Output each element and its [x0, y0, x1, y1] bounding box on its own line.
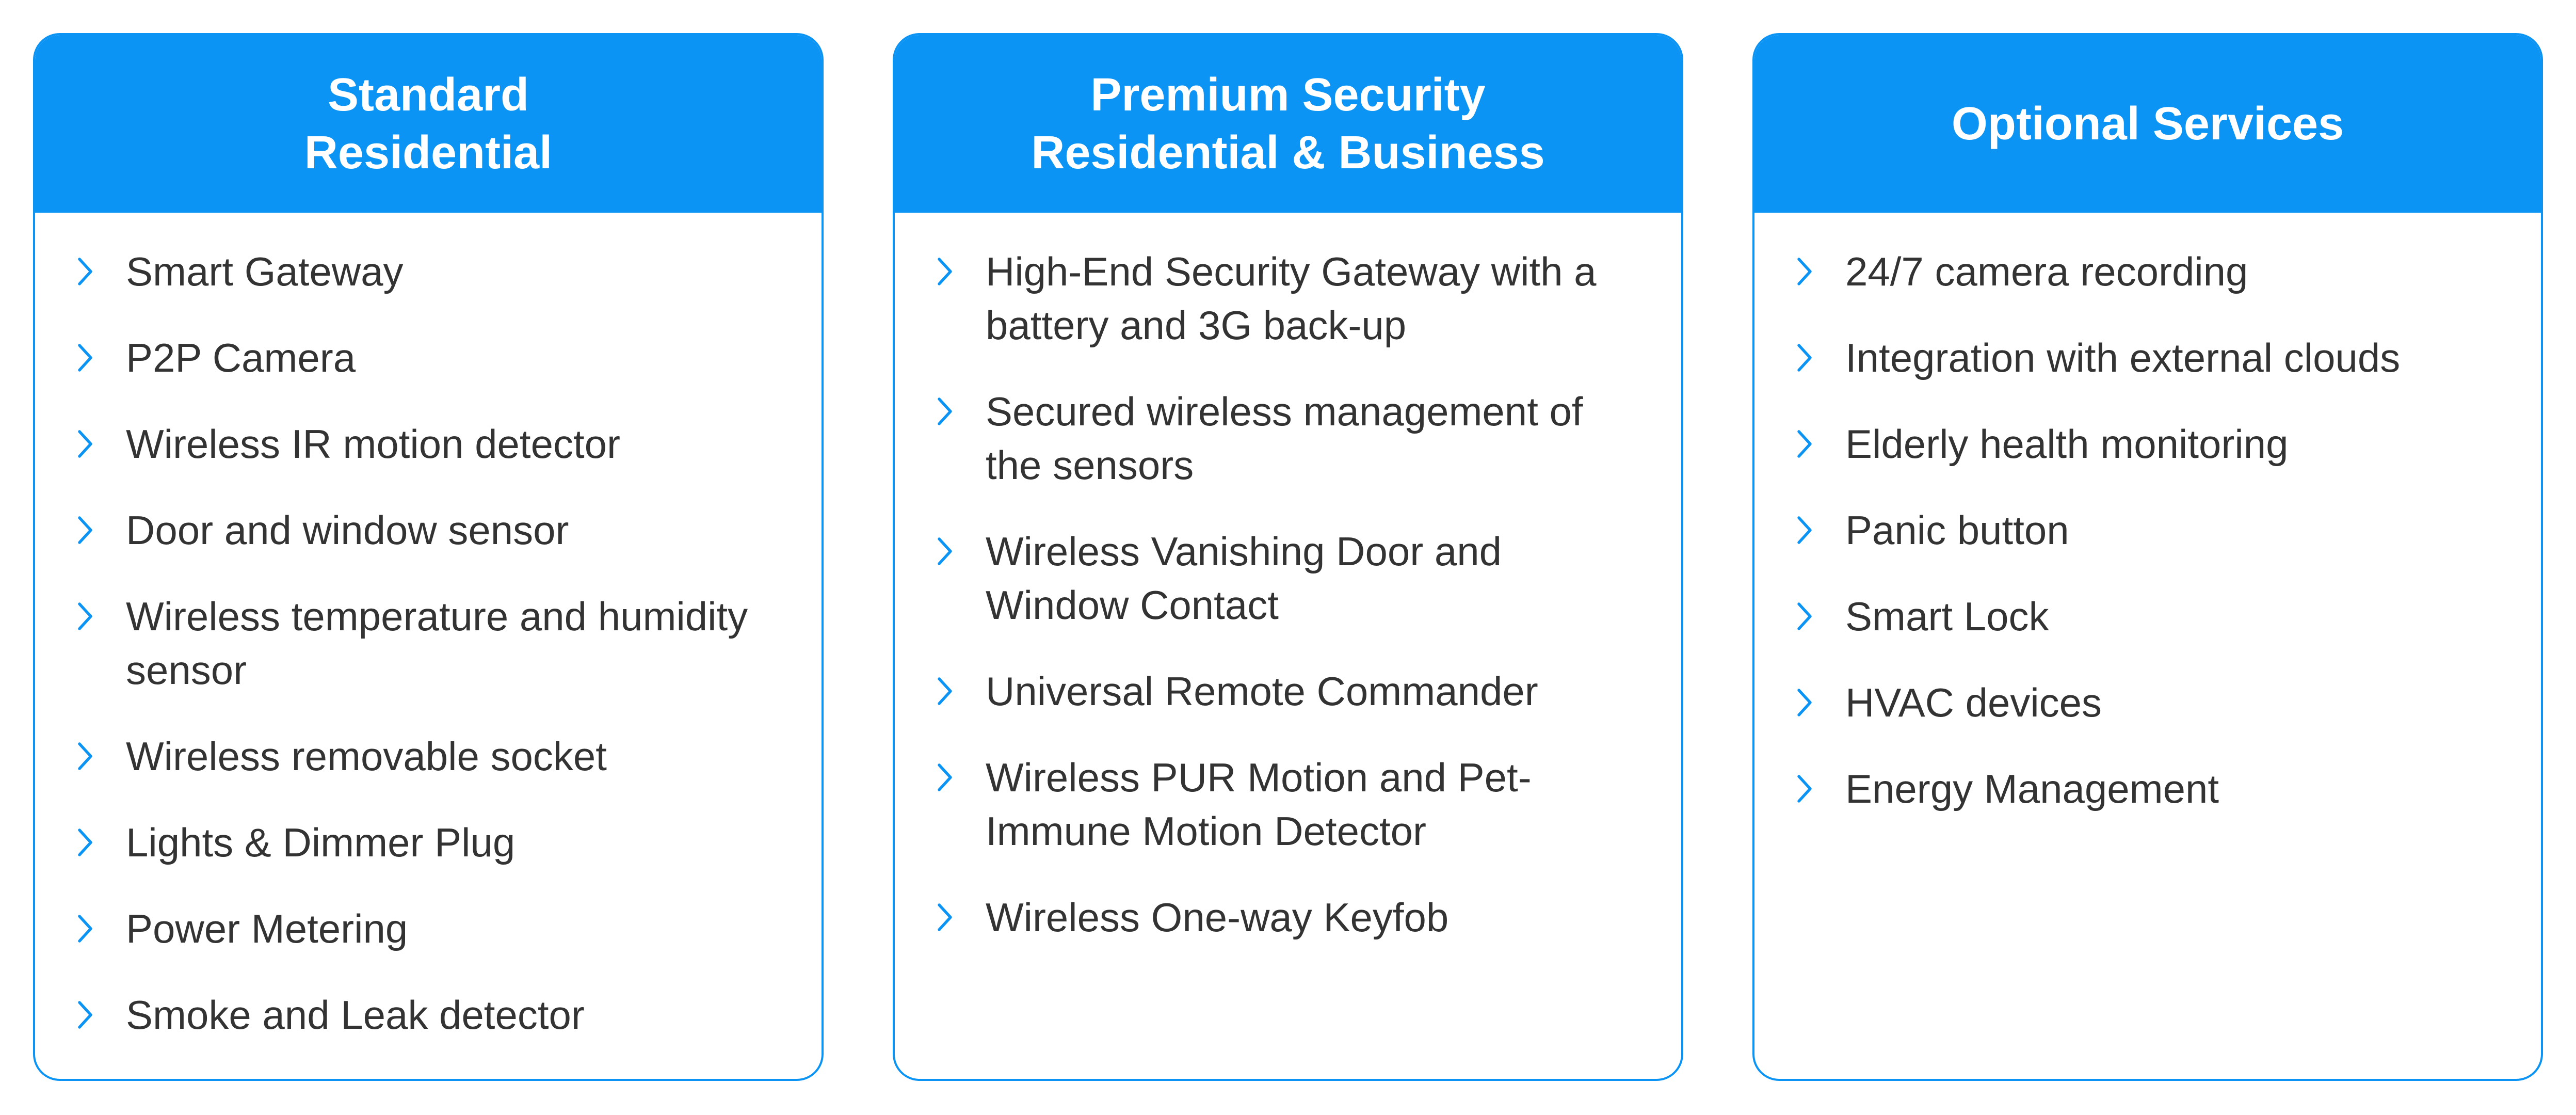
chevron-right-icon — [936, 524, 967, 578]
list-item: Wireless temperature and humidity sensor — [76, 590, 780, 697]
list-item: 24/7 camera recording — [1796, 245, 2500, 298]
list-item: High-End Security Gateway with a battery… — [936, 245, 1640, 352]
chevron-right-icon — [76, 590, 107, 643]
chevron-right-icon — [76, 729, 107, 783]
list-item: Panic button — [1796, 503, 2500, 557]
card-premium-security: Premium Security Residential & Business … — [893, 33, 1683, 1081]
chevron-right-icon — [1796, 331, 1827, 385]
list-item: Wireless Vanishing Door and Window Conta… — [936, 524, 1640, 632]
chevron-right-icon — [1796, 676, 1827, 729]
list-item: Energy Management — [1796, 762, 2500, 816]
feature-cards: Standard Residential Smart Gateway P2P C… — [33, 33, 2543, 1081]
chevron-right-icon — [1796, 590, 1827, 643]
list-item-label: Wireless IR motion detector — [126, 421, 620, 467]
chevron-right-icon — [76, 988, 107, 1042]
chevron-right-icon — [76, 417, 107, 471]
list-item-label: Smart Lock — [1845, 594, 2049, 639]
list-item: P2P Camera — [76, 331, 780, 385]
list-item: Integration with external clouds — [1796, 331, 2500, 385]
list-item: Secured wireless management of the senso… — [936, 385, 1640, 492]
chevron-right-icon — [1796, 503, 1827, 557]
card-standard-residential: Standard Residential Smart Gateway P2P C… — [33, 33, 824, 1081]
list-item-label: P2P Camera — [126, 335, 356, 380]
list-item: Universal Remote Commander — [936, 664, 1640, 718]
chevron-right-icon — [936, 385, 967, 438]
list-item-label: Wireless removable socket — [126, 734, 607, 779]
list-item: Lights & Dimmer Plug — [76, 816, 780, 869]
chevron-right-icon — [1796, 245, 1827, 298]
list-item-label: High-End Security Gateway with a battery… — [986, 249, 1597, 348]
chevron-right-icon — [76, 503, 107, 557]
list-item: Wireless removable socket — [76, 729, 780, 783]
list-item: Elderly health monitoring — [1796, 417, 2500, 471]
list-item-label: Wireless Vanishing Door and Window Conta… — [986, 529, 1502, 628]
list-item-label: Wireless One-way Keyfob — [986, 895, 1449, 940]
list-item: Wireless PUR Motion and Pet-Immune Motio… — [936, 751, 1640, 858]
list-item-label: Wireless PUR Motion and Pet-Immune Motio… — [986, 755, 1532, 854]
list-item-label: Elderly health monitoring — [1845, 421, 2289, 467]
list-item-label: Door and window sensor — [126, 507, 569, 553]
list-item-label: Smoke and Leak detector — [126, 992, 585, 1038]
chevron-right-icon — [1796, 762, 1827, 816]
list-item-label: Lights & Dimmer Plug — [126, 820, 516, 865]
chevron-right-icon — [76, 331, 107, 385]
chevron-right-icon — [936, 245, 967, 298]
chevron-right-icon — [76, 245, 107, 298]
card-optional-services: Optional Services 24/7 camera recording … — [1752, 33, 2543, 1081]
card-title: Premium Security Residential & Business — [1031, 69, 1545, 179]
card-feature-list: 24/7 camera recording Integration with e… — [1754, 213, 2541, 848]
list-item: HVAC devices — [1796, 676, 2500, 729]
list-item: Power Metering — [76, 902, 780, 955]
list-item-label: Energy Management — [1845, 766, 2219, 811]
card-header: Premium Security Residential & Business — [895, 35, 1681, 213]
chevron-right-icon — [936, 890, 967, 944]
chevron-right-icon — [76, 902, 107, 955]
list-item-label: Integration with external clouds — [1845, 335, 2401, 380]
chevron-right-icon — [936, 751, 967, 804]
list-item: Door and window sensor — [76, 503, 780, 557]
card-title: Optional Services — [1951, 98, 2344, 150]
list-item-label: Smart Gateway — [126, 249, 404, 294]
card-header: Optional Services — [1754, 35, 2541, 213]
list-item-label: Panic button — [1845, 507, 2069, 553]
list-item-label: Secured wireless management of the senso… — [986, 389, 1583, 488]
card-feature-list: High-End Security Gateway with a battery… — [895, 213, 1681, 977]
chevron-right-icon — [936, 664, 967, 718]
list-item: Wireless One-way Keyfob — [936, 890, 1640, 944]
list-item-label: Power Metering — [126, 906, 408, 951]
chevron-right-icon — [76, 816, 107, 869]
card-feature-list: Smart Gateway P2P Camera Wireless IR mot… — [35, 213, 822, 1074]
list-item: Smoke and Leak detector — [76, 988, 780, 1042]
list-item: Smart Lock — [1796, 590, 2500, 643]
list-item: Smart Gateway — [76, 245, 780, 298]
card-title: Standard Residential — [304, 69, 553, 179]
list-item-label: Wireless temperature and humidity sensor — [126, 594, 748, 693]
chevron-right-icon — [1796, 417, 1827, 471]
list-item-label: 24/7 camera recording — [1845, 249, 2248, 294]
list-item-label: Universal Remote Commander — [986, 668, 1538, 714]
list-item-label: HVAC devices — [1845, 680, 2102, 725]
card-header: Standard Residential — [35, 35, 822, 213]
list-item: Wireless IR motion detector — [76, 417, 780, 471]
